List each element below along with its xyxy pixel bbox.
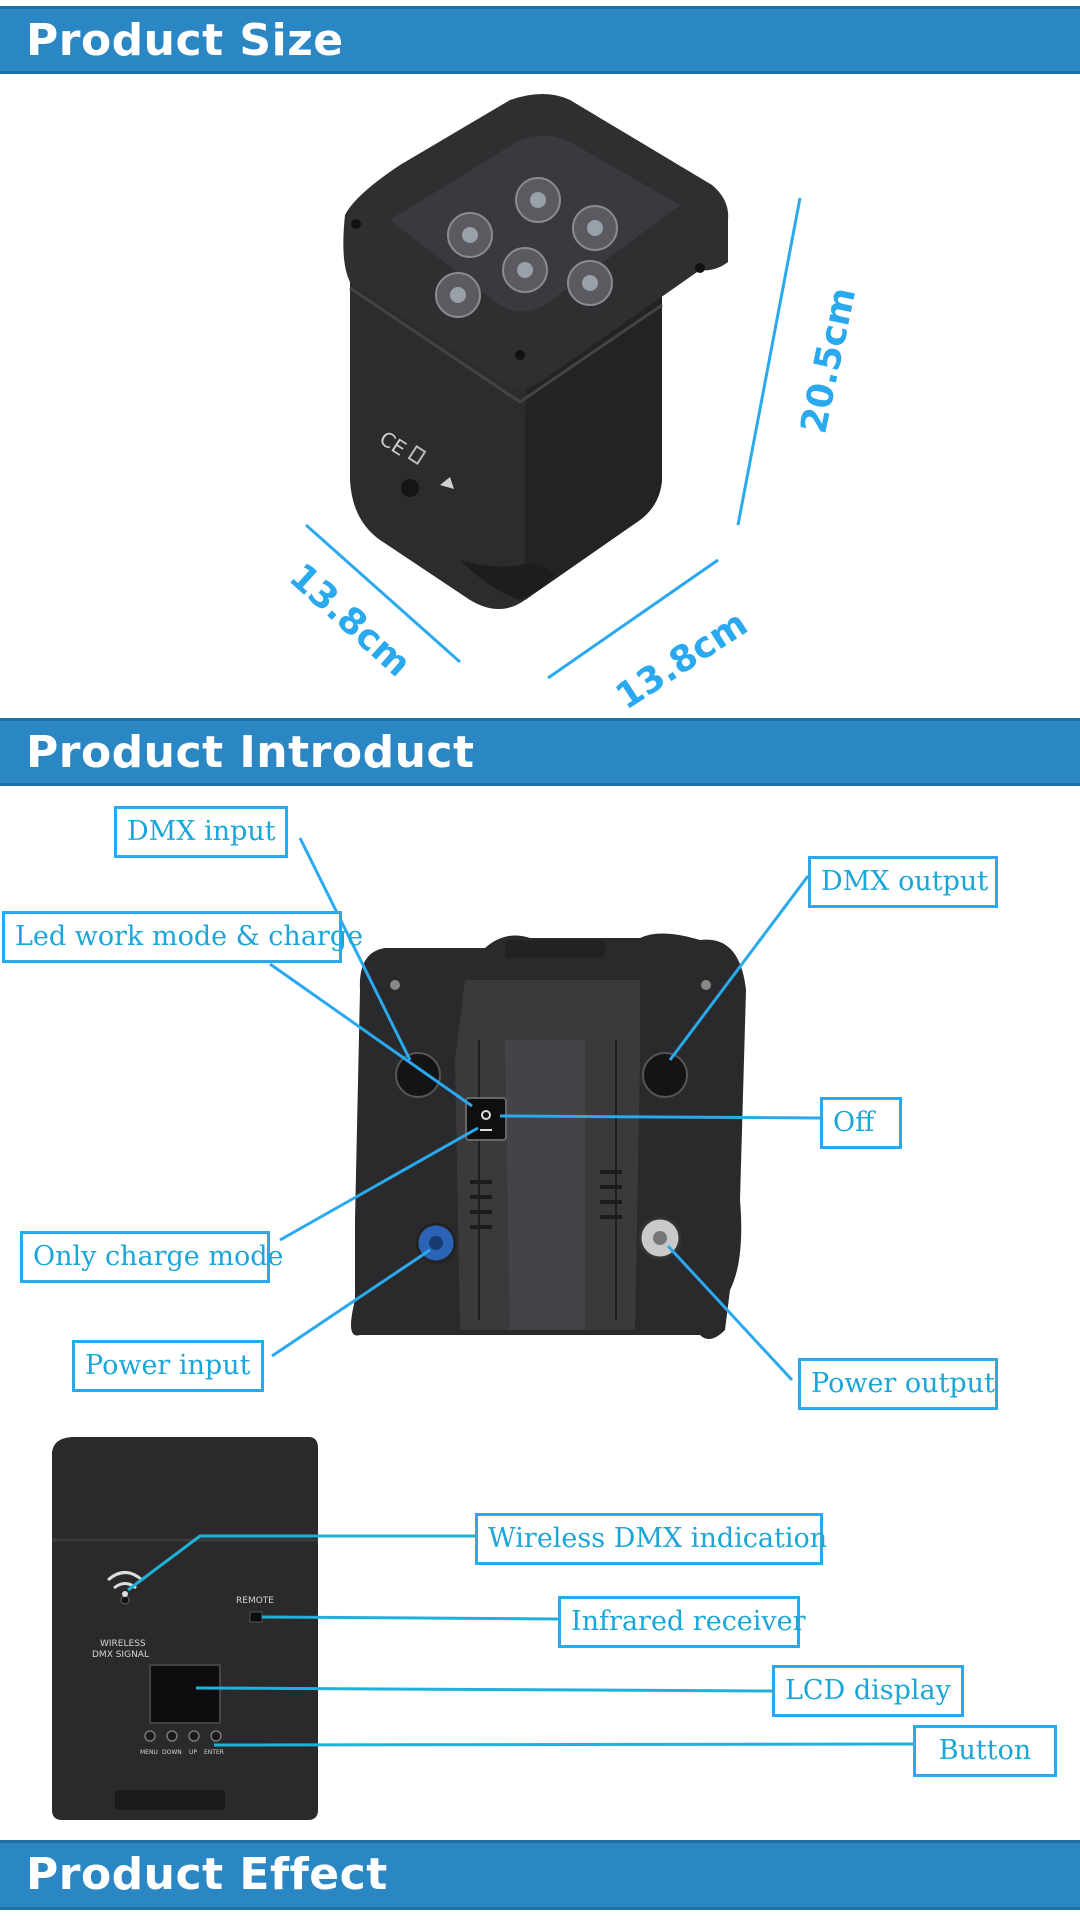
svg-text:UP: UP [189, 1749, 197, 1756]
callout-button: Button [913, 1725, 1057, 1777]
callout-off: Off [820, 1097, 902, 1149]
callout-power-output: Power output [798, 1358, 998, 1410]
callout-infrared-receiver: Infrared receiver [558, 1596, 806, 1648]
section-banner-effect: Product Effect [0, 1840, 1080, 1910]
section-banner-intro: Product Introduct [0, 718, 1080, 786]
svg-text:DOWN: DOWN [162, 1749, 182, 1756]
callout-wireless-dmx-indication: Wireless DMX indication [475, 1513, 827, 1565]
svg-text:MENU: MENU [140, 1749, 158, 1756]
callout-dmx-output: DMX output [808, 856, 998, 908]
callout-led-work-mode: Led work mode & charge [2, 911, 363, 963]
svg-text:REMOTE: REMOTE [236, 1596, 274, 1606]
section-banner-size: Product Size [0, 6, 1080, 74]
callout-power-input: Power input [72, 1340, 264, 1392]
section-title-intro: Product Introduct [26, 727, 475, 778]
svg-text:WIRELESS: WIRELESS [100, 1639, 146, 1649]
section-title-size: Product Size [26, 15, 344, 66]
section-title-effect: Product Effect [26, 1849, 388, 1900]
svg-text:DMX SIGNAL: DMX SIGNAL [92, 1650, 149, 1660]
callout-only-charge-mode: Only charge mode [20, 1231, 283, 1283]
product-size-illustration: CE [305, 94, 802, 680]
callout-dmx-input: DMX input [114, 806, 288, 858]
callout-lcd-display: LCD display [772, 1665, 964, 1717]
svg-text:ENTER: ENTER [204, 1749, 224, 1756]
